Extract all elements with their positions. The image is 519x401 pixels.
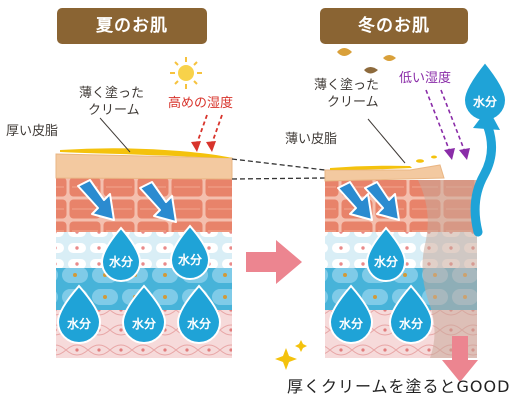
summer-water-drops: [56, 224, 222, 344]
connector-lines: [231, 158, 326, 180]
dry-skin-overlay: [418, 180, 477, 358]
evaporation-arrow: [470, 117, 496, 237]
winter-sebum-layer: [324, 164, 445, 182]
caption: 厚くクリームを塗るとGOOD: [287, 377, 511, 396]
high-humidity-arrows: [195, 114, 223, 147]
water-label: 水分: [186, 317, 211, 331]
summer-thin-cream-label-line1: 薄く塗った: [79, 86, 145, 101]
summer-thick-sebum-label: 厚い皮脂: [6, 124, 59, 139]
winter-humidity-label: 低い湿度: [399, 71, 452, 86]
water-label: 水分: [66, 317, 91, 331]
water-drop-icon: [169, 224, 211, 280]
winter-water-drops: [328, 60, 508, 344]
winter-cream-layer: [330, 165, 412, 170]
summer-water-arrows: [77, 179, 177, 223]
winter-water-arrows: [337, 181, 400, 221]
water-label: 水分: [338, 317, 363, 331]
water-drop-icon: [100, 226, 142, 282]
water-drop-icon: [388, 284, 434, 344]
low-humidity-arrows: [425, 89, 466, 153]
water-label: 水分: [472, 95, 497, 109]
summer-thin-cream-label-line2: クリーム: [88, 103, 140, 118]
falling-leaf-icon: [337, 48, 396, 74]
water-drop-icon: [121, 284, 167, 344]
summer-title-banner: [57, 8, 207, 44]
water-label: 水分: [398, 317, 423, 331]
water-drop-icon: [365, 226, 407, 282]
down-arrow-icon: [442, 336, 478, 382]
winter-title: 冬のお肌: [358, 16, 430, 36]
sun-icon: [170, 57, 202, 89]
right-arrow-icon: [246, 240, 302, 284]
sparkle-icon: [275, 340, 307, 370]
winter-thin-cream-label-line2: クリーム: [327, 95, 379, 110]
water-label: 水分: [177, 253, 202, 267]
summer-cream-layer: [60, 148, 232, 158]
water-label: 水分: [131, 317, 156, 331]
summer-humidity-label: 高めの湿度: [168, 96, 234, 111]
winter-title-banner: [320, 8, 468, 44]
water-drop-icon: [328, 284, 374, 344]
winter-thin-sebum-label: 薄い皮脂: [285, 132, 338, 147]
water-label: 水分: [108, 255, 133, 269]
water-drop-icon: [176, 284, 222, 344]
water-drop-icon: [56, 284, 102, 344]
summer-title: 夏のお肌: [96, 16, 168, 36]
water-label: 水分: [373, 255, 398, 269]
winter-thin-cream-label-line1: 薄く塗った: [314, 78, 380, 93]
summer-sebum-layer: [55, 153, 233, 180]
cream-flecks: [416, 155, 437, 163]
pointer-lines: [99, 117, 406, 164]
